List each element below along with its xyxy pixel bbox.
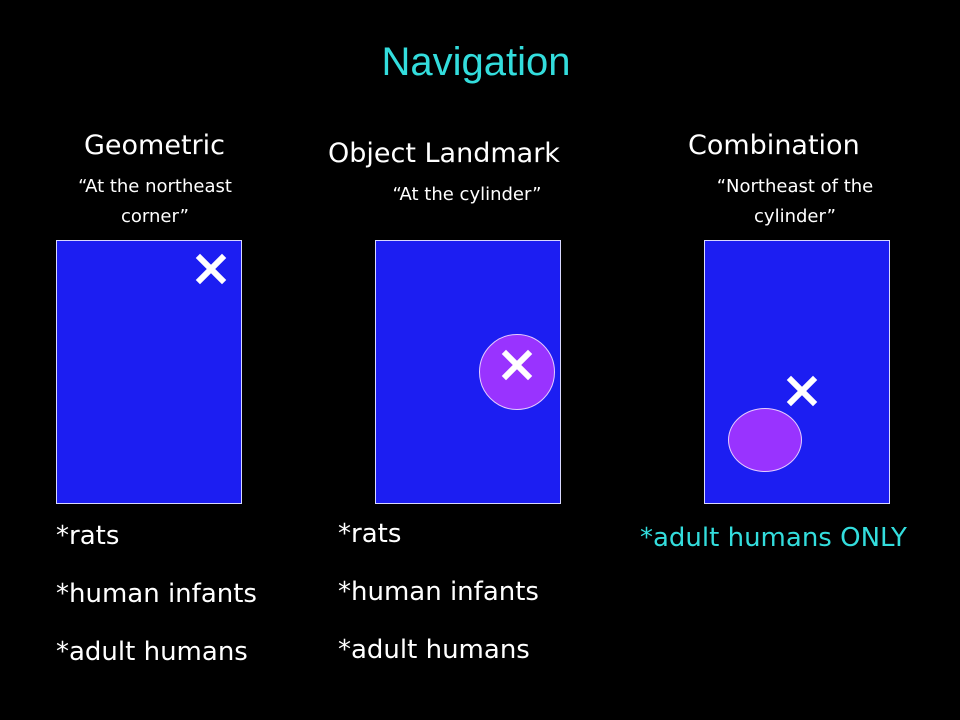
combination-cylinder bbox=[728, 408, 802, 472]
slide-title: Navigation bbox=[381, 40, 571, 84]
object-landmark-species-adult-humans: *adult humans bbox=[338, 635, 530, 665]
geometric-arena bbox=[56, 240, 242, 504]
geometric-quote-line-1: “At the northeast bbox=[78, 176, 232, 197]
object-landmark-cylinder bbox=[479, 334, 555, 410]
combination-x-mark-icon bbox=[786, 375, 818, 407]
object-landmark-quote: “At the cylinder” bbox=[352, 180, 582, 210]
geometric-quote: “At the northeast corner” bbox=[40, 172, 270, 232]
object-landmark-quote-line-1: “At the cylinder” bbox=[392, 184, 542, 205]
geometric-species-rats: *rats bbox=[56, 521, 120, 551]
combination-quote: “Northeast of the cylinder” bbox=[680, 172, 910, 232]
object-landmark-species-human-infants: *human infants bbox=[338, 577, 539, 607]
object-landmark-heading: Object Landmark bbox=[328, 138, 560, 169]
combination-heading: Combination bbox=[688, 130, 860, 161]
geometric-species-adult-humans: *adult humans bbox=[56, 637, 248, 667]
combination-quote-line-2: cylinder” bbox=[754, 206, 836, 227]
object-landmark-species-list: *rats *human infants *adult humans bbox=[338, 518, 539, 666]
geometric-quote-line-2: corner” bbox=[121, 206, 189, 227]
geometric-species-human-infants: *human infants bbox=[56, 579, 257, 609]
object-landmark-x-mark-icon bbox=[501, 349, 533, 381]
combination-species-list: *adult humans ONLY bbox=[640, 522, 907, 554]
geometric-species-list: *rats *human infants *adult humans bbox=[56, 520, 257, 668]
combination-arena bbox=[704, 240, 890, 504]
geometric-x-mark-icon bbox=[195, 253, 227, 285]
geometric-heading: Geometric bbox=[84, 130, 225, 161]
combination-quote-line-1: “Northeast of the bbox=[716, 176, 874, 197]
object-landmark-species-rats: *rats bbox=[338, 519, 402, 549]
combination-species-adult-humans-only: *adult humans ONLY bbox=[640, 523, 907, 553]
